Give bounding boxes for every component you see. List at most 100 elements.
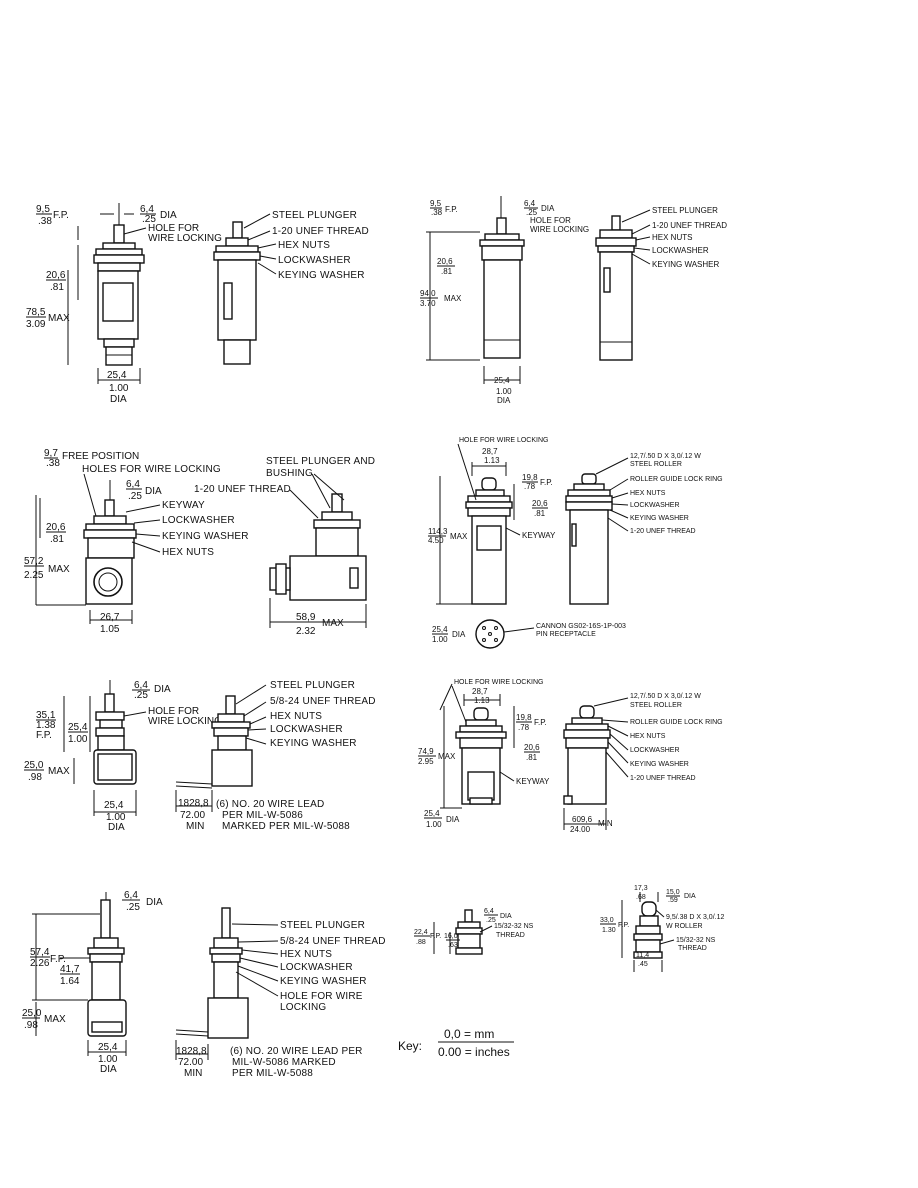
d3-wid-in: 1.05 [100,624,120,635]
d6-max-suffix: MAX [438,752,456,761]
d6-h1-mm: 20,6 [524,743,540,752]
d9-fp-suffix: F.P. [618,922,629,929]
drawing-3: 9,7 .38 FREE POSITION HOLES FOR WIRE LOC… [24,448,375,637]
d5-label-plunger: STEEL PLUNGER [270,680,355,691]
d2-label-keying: KEYING WASHER [652,260,719,269]
d3-h1-in: .81 [50,534,64,545]
d4-dia-in: 1.00 [432,635,448,644]
d4-dia-mm: 25,4 [432,625,448,634]
d4-max-mm: 114,3 [428,527,448,536]
drawing-9: 17,3 .68 15,0 .59 DIA 33,0 1.30 F.P. 9,5… [600,885,724,972]
d4-side-view [565,473,613,605]
d2-fp-in: .38 [431,208,443,217]
d2-max-mm: 94,0 [420,289,436,298]
d9-b-mm: 11,4 [636,952,649,959]
d6-lead-suffix: MIN [598,819,613,828]
d2-dia-mm: 6,4 [524,199,536,208]
d5-wid-mm: 25,4 [104,800,124,811]
d2-max-suffix: MAX [444,294,462,303]
d5-fp-in: 1.38 [36,720,56,731]
d9-w-in: .68 [636,894,646,901]
d5-lead-suffix: MIN [186,821,204,832]
d1-wid-suffix: DIA [110,394,127,405]
d2-fp-suffix: F.P. [445,205,458,214]
d8-dia-suffix: DIA [500,913,512,920]
d2-wid-mm: 25,4 [494,376,510,385]
d1-label-lockwasher: LOCKWASHER [278,255,351,266]
d7-wid-mm: 25,4 [98,1042,118,1053]
d8-fp-in: .63 [448,942,458,949]
d9-b-in: .45 [638,961,648,968]
d5-fp-suffix: F.P. [36,730,52,741]
d1-h1-in: .81 [50,282,64,293]
d3-wid2-suffix: MAX [322,618,344,629]
d4-h1-mm: 20,6 [532,499,548,508]
d1-dia-in: .25 [142,214,156,225]
d7-lead-suffix: MIN [184,1068,202,1079]
d1-wid-in: 1.00 [109,383,129,394]
d5-label-lockwasher: LOCKWASHER [270,724,343,735]
d3-label-lockwasher: LOCKWASHER [162,515,235,526]
d8-dia-mm: 6,4 [484,908,494,915]
d7-label-hole-2: LOCKING [280,1002,326,1013]
d9-fp-mm: 33,0 [600,917,614,924]
d3-free-mm: 9,7 [44,448,58,459]
key-bottom: 0.00 = inches [438,1045,510,1059]
d7-front-view [87,899,127,1037]
d5-max-suffix: MAX [48,766,70,777]
d8-fp-suffix: F.P. [430,933,441,940]
d3-plunger-1: STEEL PLUNGER AND [266,456,375,467]
d9-thread-2: THREAD [678,945,707,952]
d5-lead-in: 72.00 [180,810,205,821]
d3-wid2-mm: 58,9 [296,612,316,623]
drawing-5: 6,4 .25 DIA HOLE FOR WIRE LOCKING 35,1 1… [24,680,375,833]
d2-dia-in: .25 [526,208,538,217]
d4-front-view [465,477,513,605]
d4-label-hexnuts: HEX NUTS [630,490,666,497]
d7-label-hexnuts: HEX NUTS [280,949,332,960]
d1-fp-mm: 9,5 [36,204,50,215]
d2-h1-in: .81 [441,267,453,276]
d4-fp-suffix: F.P. [540,478,553,487]
key-label: Key: [398,1039,422,1053]
d3-max-suffix: MAX [48,564,70,575]
d2-label-plunger: STEEL PLUNGER [652,206,718,215]
d1-side-view [213,221,261,365]
d7-dia-in: .25 [126,902,140,913]
d6-label-roller-1: 12,7/.50 D X 3,0/.12 W [630,693,701,700]
d7-fp-suffix: F.P. [50,954,66,965]
d5-side-view [175,695,253,789]
d4-max-suffix: MAX [450,532,468,541]
d7-side-view [175,907,249,1039]
d7-label-thread: 5/8-24 UNEF THREAD [280,936,386,947]
d1-max-suffix: MAX [48,313,70,324]
drawing-4: HOLE FOR WIRE LOCKING 28,7 1.13 19,8 .78… [428,437,723,649]
d3-wid-mm: 26,7 [100,612,120,623]
d8-h-mm: 22,4 [414,929,428,936]
d5-label-keying: KEYING WASHER [270,738,357,749]
d6-lead-in: 24.00 [570,825,591,834]
d5-dia-in: .25 [134,690,148,701]
d5-h1-in: 1.00 [68,734,88,745]
d4-keyway: KEYWAY [522,531,556,540]
d5-dia-suffix: DIA [154,684,171,695]
d3-dia-in: .25 [128,491,142,502]
d7-max-in: .98 [24,1020,38,1031]
d1-label-plunger: STEEL PLUNGER [272,210,357,221]
d3-h1-mm: 20,6 [46,522,66,533]
d8-dia-in: .25 [486,917,496,924]
d5-max-mm: 25,0 [24,760,44,771]
d7-max-suffix: MAX [44,1014,66,1025]
d5-label-hexnuts: HEX NUTS [270,711,322,722]
drawing-8: 6,4 .25 DIA 22,4 .88 16,0 .63 F.P. 15/32… [414,908,534,955]
d6-fp-mm: 19,8 [516,713,532,722]
d7-lead-mm: 1828,8 [176,1046,207,1057]
d5-front-view [93,693,137,785]
d5-max-in: .98 [28,772,42,783]
d9-roller-2: W ROLLER [666,923,703,930]
d6-label-thread: 1-20 UNEF THREAD [630,775,696,782]
d6-side-view [563,705,611,805]
d2-label-thread: 1-20 UNEF THREAD [652,221,727,230]
d2-max-in: 3.70 [420,299,436,308]
